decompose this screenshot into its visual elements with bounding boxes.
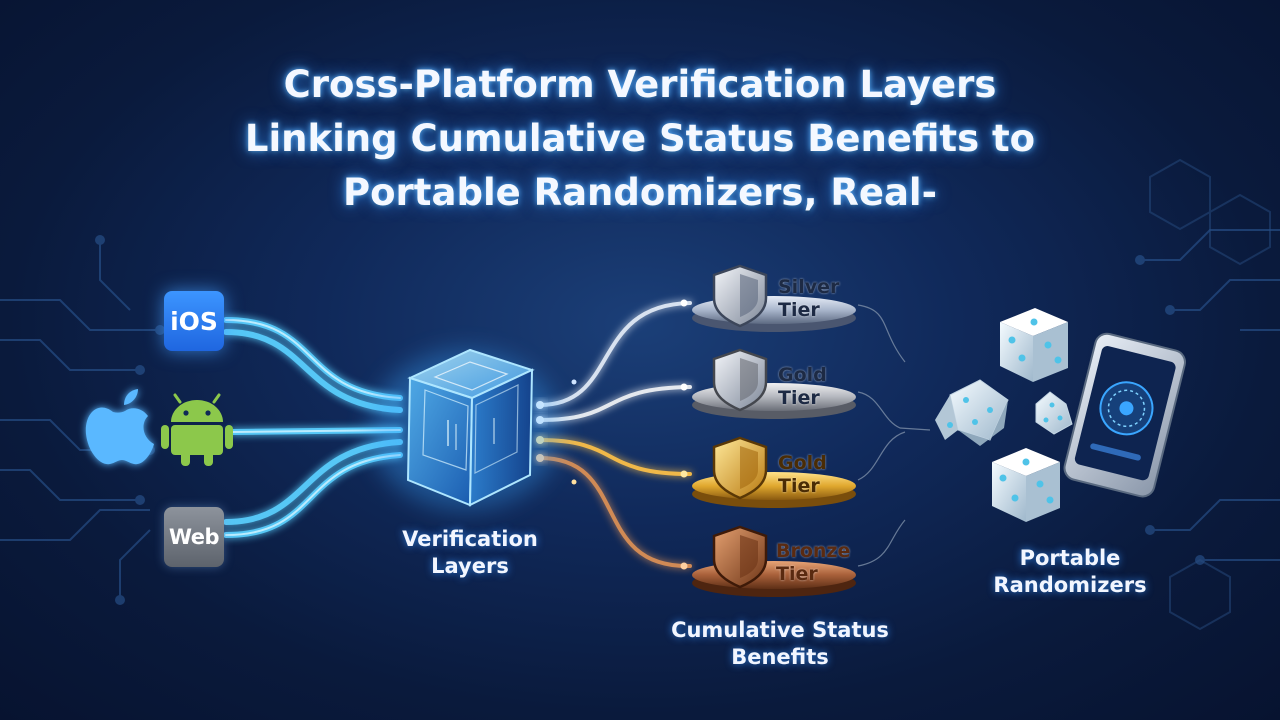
apple-logo-icon [85,389,154,465]
title-line-3: Portable Randomizers, Real- [343,171,937,214]
gold-shield-icon [712,436,768,500]
verification-cube-icon [370,348,560,510]
title-line-2: Linking Cumulative Status Benefits to [244,117,1036,160]
status-benefits-caption: Cumulative Status Benefits [640,617,920,671]
gold-tier-connection-silver [538,385,692,422]
tier-gold-line-2: Tier [778,475,820,497]
page-title: Cross-Platform Verification Layers Linki… [0,58,1280,220]
hexagon-decoration [1149,158,1271,631]
tier-gold-silver-label: Gold Tier [778,364,827,410]
title-line-1: Cross-Platform Verification Layers [283,63,997,106]
silver-shield-icon [712,264,768,328]
verification-caption-line-2: Layers [431,554,509,578]
randomizers-caption-line-2: Randomizers [993,573,1147,597]
circuit-decoration-right [1135,229,1280,565]
status-caption-line-2: Benefits [731,645,829,669]
android-robot-icon [161,393,233,466]
gold-tier-connection [538,438,692,476]
verification-layers-caption: Verification Layers [360,526,580,580]
silver-tier-connection [538,301,692,407]
platform-connections [223,317,403,538]
randomizers-caption: Portable Randomizers [960,545,1180,599]
dice-top-icon [1000,308,1068,382]
tier-bronze-label: Bronze Tier [776,540,850,586]
tier-gold-silver-line-2: Tier [778,387,820,409]
tier-gold-label: Gold Tier [778,452,827,498]
ios-connection-line-2 [223,329,403,413]
tier-gold-silver-line-1: Gold [778,364,827,386]
verification-caption-line-1: Verification [402,527,538,551]
tier-silver-line-2: Tier [778,299,820,321]
dice-small-icon [1035,391,1073,435]
web-label: Web [168,525,220,549]
phone-randomizer-icon [1063,332,1186,498]
bronze-shield-icon [712,525,768,589]
randomizer-connections [857,304,931,567]
tier-silver-line-1: Silver [778,276,840,298]
tier-bronze-line-2: Tier [776,563,818,585]
tier-silver-label: Silver Tier [778,276,839,322]
randomizers-caption-line-1: Portable [1019,546,1121,570]
ios-label: iOS [170,306,218,336]
web-connection-line-2 [223,439,403,525]
tier-bronze-line-1: Bronze [776,540,851,562]
web-badge: Web [164,507,224,567]
dice-bottom-icon [992,448,1060,522]
tier-gold-line-1: Gold [778,452,827,474]
gold-tier-silver-shield-icon [712,348,768,412]
status-caption-line-1: Cumulative Status [671,618,889,642]
ios-badge: iOS [164,291,224,351]
dice-left-icon [935,379,1009,446]
bronze-tier-connection [538,456,692,569]
